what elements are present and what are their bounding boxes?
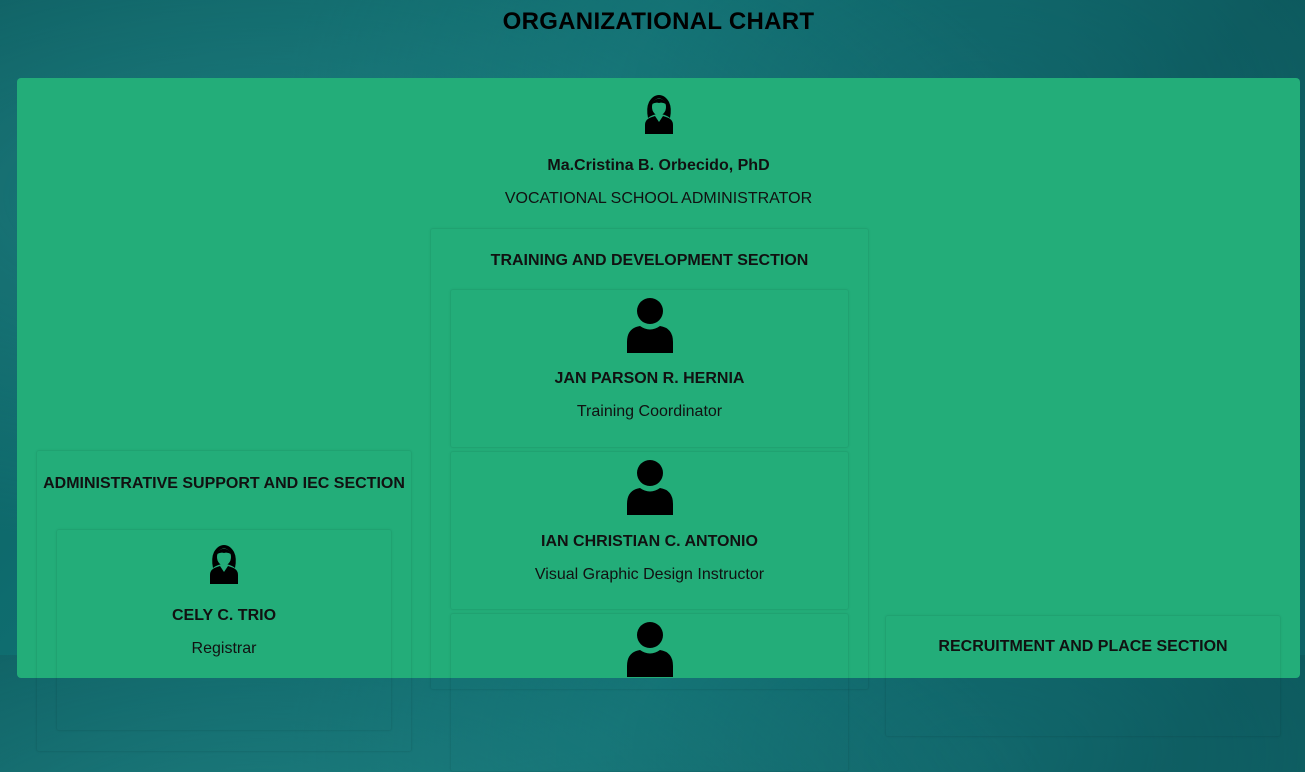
male-user-icon <box>627 622 673 677</box>
female-user-icon <box>210 545 238 584</box>
member-card: CELY C. TRIO Registrar <box>56 529 392 731</box>
training-section-title: TRAINING AND DEVELOPMENT SECTION <box>490 252 809 269</box>
member-info: JAN PARSON R. HERNIA Training Coordinato… <box>451 370 848 421</box>
member-name: IAN CHRISTIAN C. ANTONIO <box>541 533 758 550</box>
member-name: JAN PARSON R. HERNIA <box>554 370 745 387</box>
page-title: ORGANIZATIONAL CHART <box>502 8 815 35</box>
male-user-icon <box>627 460 673 515</box>
head-role: VOCATIONAL SCHOOL ADMINISTRATOR <box>504 190 813 207</box>
female-user-icon <box>645 95 673 134</box>
head-name: Ma.Cristina B. Orbecido, PhD <box>547 157 770 174</box>
member-role: Visual Graphic Design Instructor <box>534 566 765 583</box>
member-card <box>450 613 849 772</box>
member-info: CELY C. TRIO Registrar <box>57 607 391 658</box>
recruitment-section-title: RECRUITMENT AND PLACE SECTION <box>938 638 1228 655</box>
male-user-icon <box>627 298 673 353</box>
member-role: Training Coordinator <box>576 403 723 420</box>
member-name: CELY C. TRIO <box>171 607 277 624</box>
member-card: JAN PARSON R. HERNIA Training Coordinato… <box>450 289 849 448</box>
admin-section: ADMINISTRATIVE SUPPORT AND IEC SECTION C… <box>36 450 412 752</box>
head-person: Ma.Cristina B. Orbecido, PhD VOCATIONAL … <box>17 157 1300 208</box>
member-card: IAN CHRISTIAN C. ANTONIO Visual Graphic … <box>450 451 849 610</box>
member-role: Registrar <box>191 640 257 657</box>
admin-section-title: ADMINISTRATIVE SUPPORT AND IEC SECTION <box>43 475 405 492</box>
recruitment-section: RECRUITMENT AND PLACE SECTION <box>885 615 1281 737</box>
member-info: IAN CHRISTIAN C. ANTONIO Visual Graphic … <box>451 533 848 584</box>
org-chart-panel: Ma.Cristina B. Orbecido, PhD VOCATIONAL … <box>17 78 1300 772</box>
training-section: TRAINING AND DEVELOPMENT SECTION JAN PAR… <box>430 228 869 772</box>
